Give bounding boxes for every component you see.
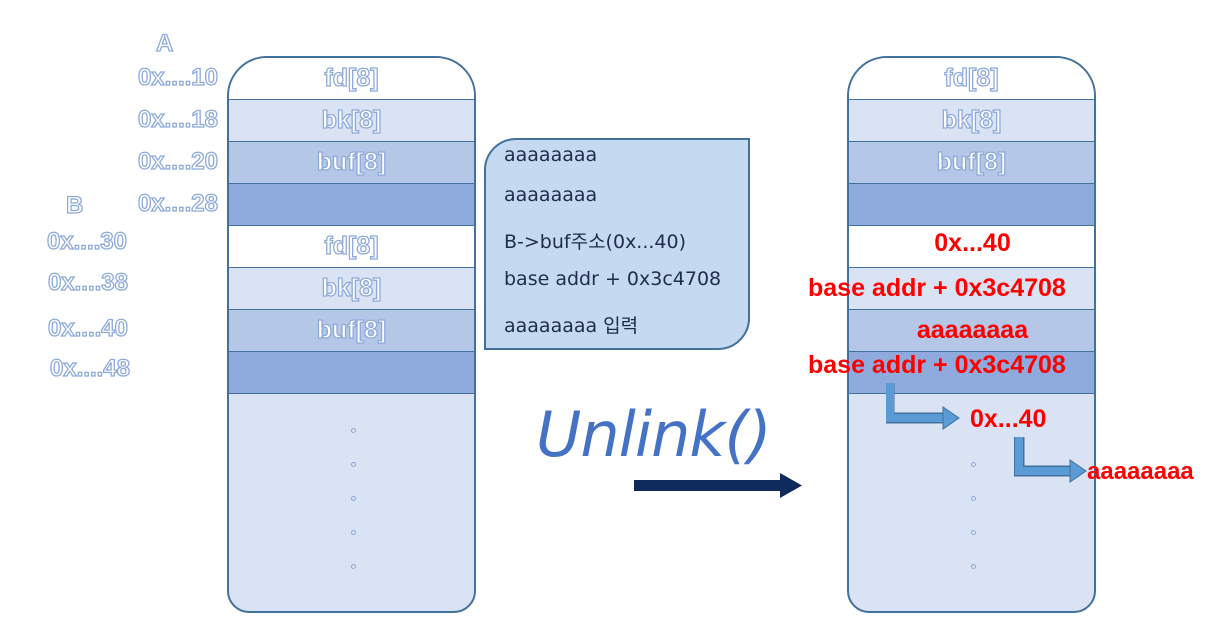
chunk-b-bk-row xyxy=(849,268,1094,310)
address-label: 0x....40 xyxy=(47,314,128,342)
ellipsis-dot xyxy=(351,496,356,501)
payload-line: B->buf주소(0x...40) xyxy=(504,231,687,253)
overwritten-fd: 0x...40 xyxy=(934,229,1011,257)
ellipsis-dot xyxy=(351,462,356,467)
chunk-b-bk: bk[8] xyxy=(229,268,474,310)
address-label: 0x....20 xyxy=(137,147,218,175)
address-label: 0x....38 xyxy=(47,268,128,296)
payload-line: aaaaaaaa xyxy=(504,184,598,206)
chunk-a-pad xyxy=(229,184,474,226)
payload-line: base addr + 0x3c4708 xyxy=(504,268,722,290)
chunk-b-label: B xyxy=(65,191,84,219)
address-label: 0x....10 xyxy=(137,63,218,91)
ellipsis-dot xyxy=(971,564,976,569)
heap-chunk-after: fd[8] bk[8] buf[8] xyxy=(847,56,1096,613)
ellipsis-dot xyxy=(971,530,976,535)
chunk-a-label: A xyxy=(155,29,174,57)
chunk-b-fd-row xyxy=(849,226,1094,268)
payload-line: aaaaaaaa xyxy=(504,144,598,166)
ellipsis-dot xyxy=(971,462,976,467)
ellipsis-dot xyxy=(971,496,976,501)
heap-chunk-before: fd[8] bk[8] buf[8] fd[8] bk[8] buf[8] xyxy=(227,56,476,613)
chunk-b-fd: fd[8] xyxy=(229,226,474,268)
pointer-arrow-icon xyxy=(886,383,960,430)
chunk-a-buf: buf[8] xyxy=(229,142,474,184)
chunk-b-pad xyxy=(229,352,474,394)
chunk-a-bk: bk[8] xyxy=(229,100,474,142)
overwritten-next: base addr + 0x3c4708 xyxy=(808,351,1066,379)
chunk-a-fd: fd[8] xyxy=(849,58,1094,100)
transition-arrow-icon xyxy=(634,473,802,498)
address-label: 0x....28 xyxy=(137,189,218,217)
ellipsis-dot xyxy=(351,530,356,535)
pointer-target-fd: 0x...40 xyxy=(970,405,1047,433)
ellipsis-dot xyxy=(351,564,356,569)
chunk-a-bk: bk[8] xyxy=(849,100,1094,142)
pointer-arrow-icon xyxy=(1014,437,1087,483)
input-payload-box: aaaaaaaa aaaaaaaa B->buf주소(0x...40) base… xyxy=(484,138,750,350)
chunk-b-buf: buf[8] xyxy=(229,310,474,352)
pointer-target-bk: aaaaaaaa xyxy=(1087,458,1194,485)
payload-line: aaaaaaaa 입력 xyxy=(504,315,639,337)
ellipsis-dot xyxy=(351,428,356,433)
unlink-label: Unlink() xyxy=(536,398,772,471)
address-label: 0x....18 xyxy=(137,105,218,133)
chunk-a-pad xyxy=(849,184,1094,226)
overwritten-bk: base addr + 0x3c4708 xyxy=(808,274,1066,302)
overwritten-buf: aaaaaaaa xyxy=(916,316,1029,344)
chunk-b-buf-row xyxy=(849,310,1094,352)
address-label: 0x....30 xyxy=(46,227,127,255)
address-label: 0x....48 xyxy=(49,354,130,382)
chunk-a-fd: fd[8] xyxy=(229,58,474,100)
chunk-a-buf: buf[8] xyxy=(849,142,1094,184)
